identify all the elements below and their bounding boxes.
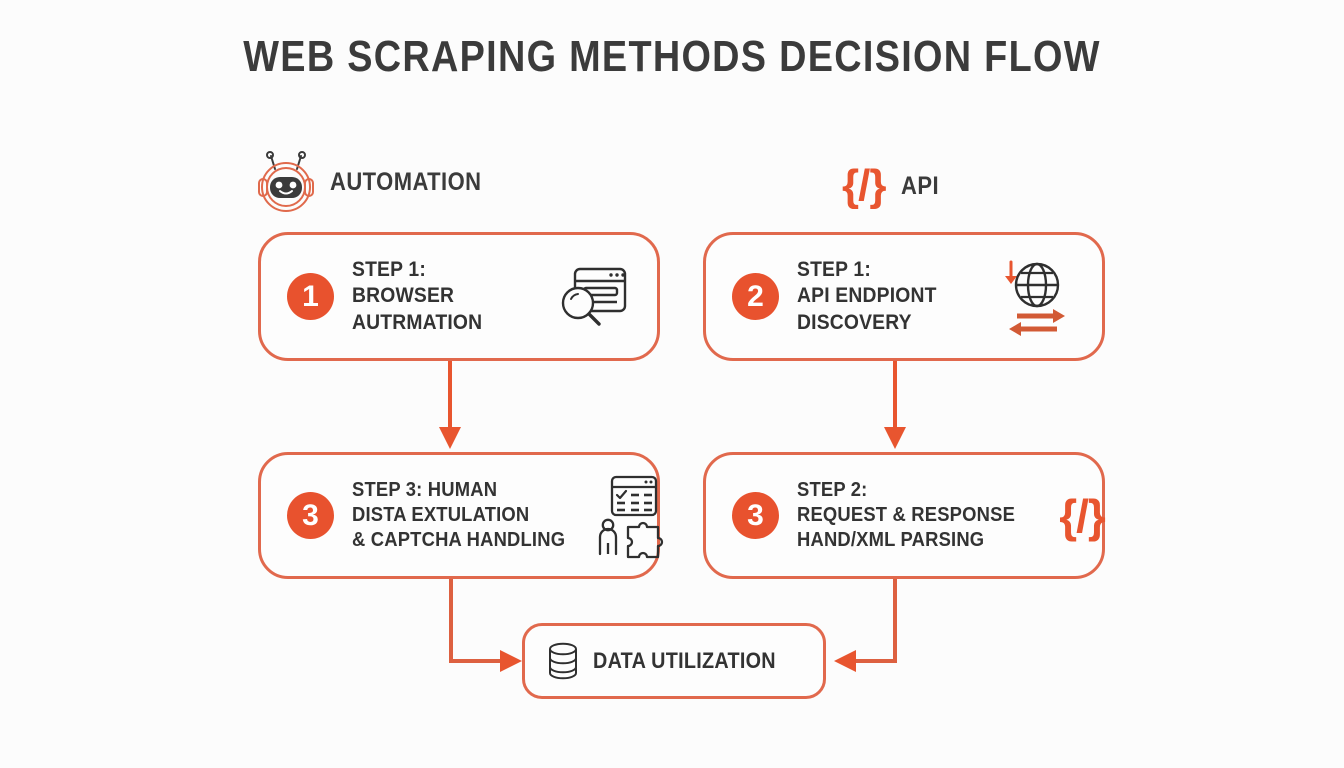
card-line-1: STEP 1: xyxy=(797,257,871,281)
column-header-automation: AUTOMATION xyxy=(258,146,502,218)
card-line-3: HAND/XML PARSING xyxy=(797,529,985,552)
connector-left-down xyxy=(430,361,470,453)
robot-icon xyxy=(258,151,314,213)
card-request-response-parsing[interactable]: 3 STEP 2: REQUEST & RESPONSE HAND/XML PA… xyxy=(703,452,1106,579)
card-text: STEP 3: HUMAN DISTA EXTULATION & CAPTCHA… xyxy=(352,478,565,554)
code-braces-icon: {/} xyxy=(842,161,886,210)
connector-right-down xyxy=(875,361,915,453)
code-braces-icon: {/} xyxy=(1034,493,1130,539)
card-line-3: DISCOVERY xyxy=(797,310,912,334)
card-line-1: STEP 3: HUMAN xyxy=(352,478,498,501)
column-header-api-label: API xyxy=(901,171,940,200)
card-line-2: BROWSER xyxy=(352,284,455,308)
step-badge: 2 xyxy=(732,273,779,320)
connector-right-elbow xyxy=(820,579,930,675)
card-line-2: DISTA EXTULATION xyxy=(352,503,530,526)
code-braces-glyph: {/} xyxy=(1059,489,1106,542)
card-line-2: REQUEST & RESPONSE xyxy=(797,503,1016,526)
step-badge: 1 xyxy=(287,273,334,320)
card-text: STEP 1: API ENDPIONT DISCOVERY xyxy=(797,257,973,336)
step-badge: 3 xyxy=(732,492,779,539)
browser-search-icon xyxy=(543,261,639,333)
column-header-automation-label: AUTOMATION xyxy=(330,167,482,196)
card-browser-automation[interactable]: 1 STEP 1: BROWSER AUTRMATION xyxy=(258,232,660,361)
card-line-2: API ENDPIONT xyxy=(797,284,937,308)
database-icon xyxy=(547,642,579,680)
card-line-1: STEP 2: xyxy=(797,478,868,501)
result-label: DATA UTILIZATION xyxy=(593,648,776,673)
card-text: STEP 1: BROWSER AUTRMATION xyxy=(352,257,528,336)
form-person-puzzle-icon xyxy=(584,475,680,558)
column-header-api: {/} API xyxy=(842,150,945,222)
card-line-3: & CAPTCHA HANDLING xyxy=(352,529,566,552)
page-title: WEB SCRAPING METHODS DECISION FLOW xyxy=(243,32,1101,81)
card-text: STEP 2: REQUEST & RESPONSE HAND/XML PARS… xyxy=(797,478,1015,554)
card-line-3: AUTRMATION xyxy=(352,310,483,334)
connector-left-elbow xyxy=(430,579,540,675)
card-line-1: STEP 1: xyxy=(352,257,426,281)
card-human-captcha-handling[interactable]: 3 STEP 3: HUMAN DISTA EXTULATION & CAPTC… xyxy=(258,452,663,579)
step-badge: 3 xyxy=(287,492,334,539)
result-data-utilization[interactable]: DATA UTILIZATION xyxy=(522,623,826,699)
card-api-endpoint-discovery[interactable]: 2 STEP 1: API ENDPIONT DISCOVERY xyxy=(703,232,1105,361)
globe-exchange-icon xyxy=(988,259,1084,336)
